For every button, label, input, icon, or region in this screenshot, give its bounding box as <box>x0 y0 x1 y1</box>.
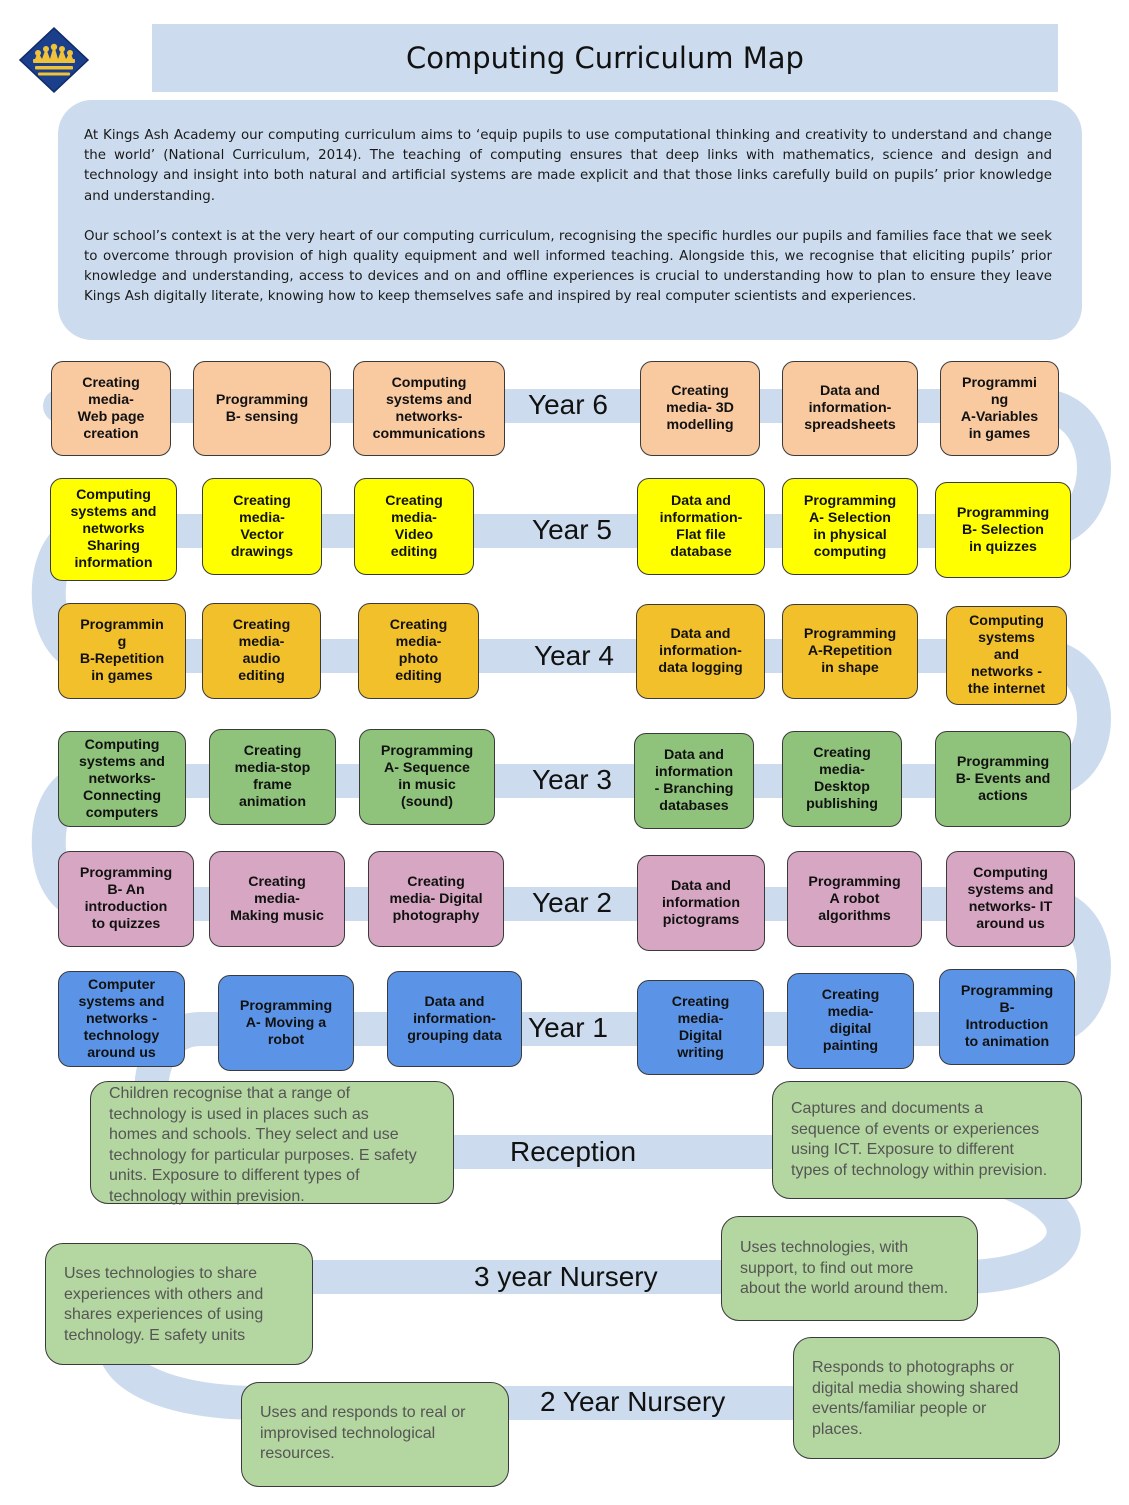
nursery2-left-box: Uses and responds to real or improvised … <box>241 1382 509 1487</box>
crown-logo-icon <box>18 26 90 94</box>
intro-panel: At Kings Ash Academy our computing curri… <box>58 100 1082 340</box>
unit-box: Data and information- spreadsheets <box>782 361 918 456</box>
unit-box: Creating media- Web page creation <box>51 361 171 456</box>
unit-box: Data and information - Branching databas… <box>634 733 754 829</box>
unit-box: Programming A-Repetition in shape <box>782 604 918 699</box>
unit-box: Creating media- 3D modelling <box>640 361 760 456</box>
unit-box: Creating media- Digital photography <box>368 851 504 947</box>
year-label: Year 6 <box>528 389 608 420</box>
unit-box: Creating media- Desktop publishing <box>782 731 902 827</box>
unit-box: Computing systems and networks- IT aroun… <box>946 851 1075 947</box>
unit-box: Programming B- Introduction to animation <box>939 969 1075 1065</box>
nursery3-left-box: Uses technologies to share experiences w… <box>45 1243 313 1365</box>
unit-box: Programming A robot algorithms <box>787 851 922 947</box>
year-label: Year 5 <box>532 514 612 545</box>
unit-box: Data and information- grouping data <box>387 971 522 1067</box>
nursery3-right-box: Uses technologies, with support, to find… <box>721 1216 978 1321</box>
unit-box: Programming B- sensing <box>193 361 331 456</box>
unit-box: Programming A- Sequence in music (sound) <box>359 729 495 825</box>
unit-box: Computing systems and networks- communic… <box>353 361 505 456</box>
unit-box: Programmi ng A-Variables in games <box>940 361 1059 456</box>
unit-box: Computer systems and networks - technolo… <box>58 971 185 1067</box>
reception-left-box: Children recognise that a range of techn… <box>90 1081 454 1205</box>
unit-box: Creating media- Video editing <box>354 478 474 575</box>
unit-box: Creating media-stop frame animation <box>209 729 336 825</box>
unit-box: Computing systems and networks Sharing i… <box>50 478 177 581</box>
unit-box: Creating media- photo editing <box>358 603 479 699</box>
unit-box: Computing systems and networks - the int… <box>946 606 1067 705</box>
year-label: Year 3 <box>532 764 612 795</box>
page-title: Computing Curriculum Map <box>152 24 1058 92</box>
unit-box: Creating media- Making music <box>209 851 345 947</box>
nursery2-right-box: Responds to photographs or digital media… <box>793 1337 1060 1459</box>
stage-label: Reception <box>510 1136 637 1167</box>
year-label: Year 4 <box>534 640 614 671</box>
stage-label: 2 Year Nursery <box>540 1386 726 1417</box>
unit-box: Data and information- data logging <box>636 604 765 699</box>
unit-box: Creating media- digital painting <box>787 973 914 1069</box>
intro-paragraph: At Kings Ash Academy our computing curri… <box>84 128 1052 204</box>
unit-box: Data and information- Flat file database <box>637 478 765 575</box>
unit-box: Creating media- Digital writing <box>637 980 764 1075</box>
unit-box: Programmin g B-Repetition in games <box>58 603 186 699</box>
year-label: Year 1 <box>528 1012 608 1043</box>
intro-paragraph: Our school’s context is at the very hear… <box>84 228 1052 305</box>
unit-box: Programming B- Events and actions <box>935 731 1071 827</box>
unit-box: Programming B- An introduction to quizze… <box>58 851 194 947</box>
unit-box: Creating media- audio editing <box>202 603 321 699</box>
year-label: Year 2 <box>532 887 612 918</box>
unit-box: Computing systems and networks- Connecti… <box>58 731 186 827</box>
unit-box: Programming B- Selection in quizzes <box>935 482 1071 578</box>
reception-right-box: Captures and documents a sequence of eve… <box>772 1081 1082 1199</box>
stage-label: 3 year Nursery <box>474 1261 658 1292</box>
unit-box: Data and information pictograms <box>637 855 765 951</box>
unit-box: Creating media- Vector drawings <box>202 478 322 575</box>
unit-box: Programming A- Moving a robot <box>218 975 354 1071</box>
unit-box: Programming A- Selection in physical com… <box>782 478 918 575</box>
